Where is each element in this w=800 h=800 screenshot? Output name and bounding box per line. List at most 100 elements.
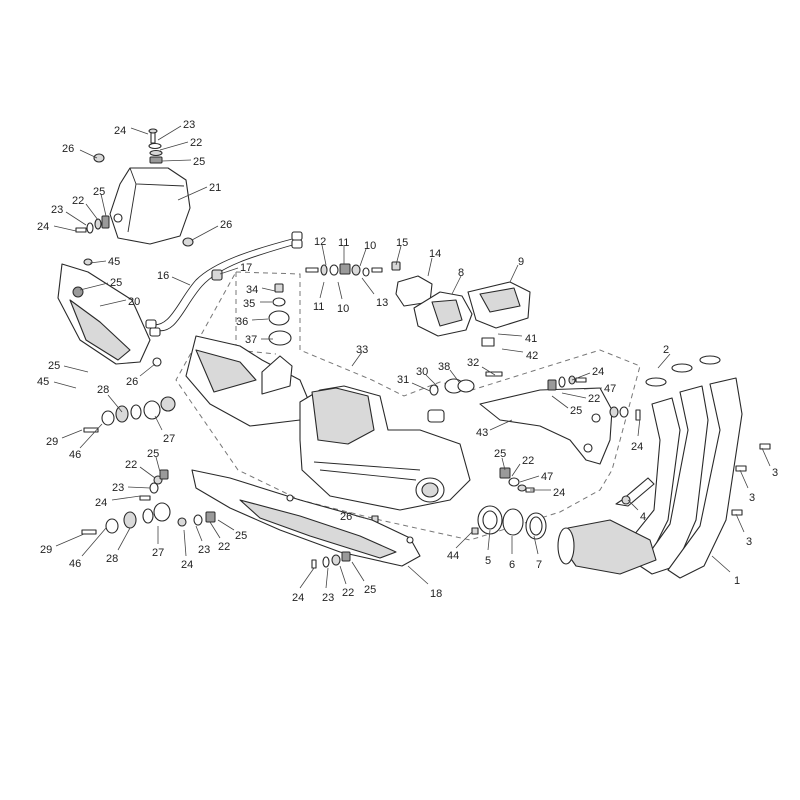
part-number-callout: 25 <box>193 156 205 168</box>
callout-leader-line <box>63 365 89 373</box>
callout-leader-line <box>533 535 539 555</box>
part-number-callout: 34 <box>246 284 258 296</box>
callout-leader-line <box>711 555 731 573</box>
part-number-callout: 23 <box>183 119 195 131</box>
callout-leader-line <box>551 395 569 409</box>
callout-leader-line <box>81 527 107 557</box>
silencer-cover-part <box>109 167 191 245</box>
part-number-callout: 43 <box>476 427 488 439</box>
callout-leader-line <box>53 381 77 389</box>
silencer-body-part <box>185 335 471 523</box>
rubber-grommet-part <box>182 237 194 247</box>
fastener-group-bottom <box>311 551 351 569</box>
part-number-callout: 33 <box>356 344 368 356</box>
callout-leader-line <box>425 374 439 388</box>
fastener-row-actuator <box>305 261 401 277</box>
part-number-callout: 22 <box>72 195 84 207</box>
part-number-callout: 29 <box>46 436 58 448</box>
part-number-callout: 31 <box>397 374 409 386</box>
part-number-callout: 26 <box>62 143 74 155</box>
callout-leader-line <box>79 423 103 449</box>
part-number-callout: 25 <box>147 448 159 460</box>
callout-leader-line <box>735 513 745 533</box>
part-number-callout: 25 <box>235 530 247 542</box>
part-number-callout: 15 <box>396 237 408 249</box>
callout-leader-line <box>325 567 329 589</box>
callout-leader-line <box>487 529 491 551</box>
header-heat-shield-part <box>479 387 613 465</box>
callout-leader-line <box>191 225 219 241</box>
callout-leader-line <box>89 260 107 264</box>
part-number-callout: 5 <box>485 555 491 567</box>
callout-leader-line <box>195 525 203 542</box>
callout-leader-line <box>497 333 523 337</box>
callout-leader-line <box>319 281 325 299</box>
part-number-callout: 35 <box>243 298 255 310</box>
callout-leader-line <box>489 419 513 431</box>
callout-leader-line <box>154 415 163 431</box>
callout-leader-line <box>61 429 83 439</box>
part-number-callout: 22 <box>125 459 137 471</box>
callout-leader-line <box>107 394 123 413</box>
part-number-callout: 18 <box>430 588 442 600</box>
part-number-callout: 25 <box>494 448 506 460</box>
part-number-callout: 22 <box>522 455 534 467</box>
callout-leader-line <box>627 499 639 511</box>
callout-leader-line <box>637 417 641 437</box>
part-number-callout: 11 <box>338 237 349 249</box>
part-number-callout: 30 <box>416 366 428 378</box>
callout-leader-line <box>299 567 315 589</box>
part-number-callout: 45 <box>37 376 49 388</box>
callout-leader-line <box>183 529 187 557</box>
heat-shield-part <box>57 258 151 365</box>
callout-leader-line <box>449 369 460 383</box>
part-number-callout: 25 <box>364 584 376 596</box>
part-number-callout: 7 <box>536 559 542 571</box>
part-number-callout: 25 <box>570 405 582 417</box>
part-number-callout: 13 <box>376 297 388 309</box>
part-number-callout: 46 <box>69 449 81 461</box>
part-number-callout: 3 <box>772 467 778 479</box>
callout-leader-line <box>321 244 327 266</box>
callout-leader-line <box>411 382 431 392</box>
part-number-callout: 28 <box>97 384 109 396</box>
callout-leader-line <box>351 351 363 367</box>
callout-leader-line <box>139 466 156 479</box>
lower-heat-shield-part <box>191 469 421 567</box>
fastener-group-left <box>75 215 110 234</box>
part-number-callout: 26 <box>126 376 138 388</box>
part-number-callout: 10 <box>337 303 349 315</box>
part-number-callout: 45 <box>108 256 120 268</box>
part-number-callout: 25 <box>93 186 105 198</box>
callout-leader-line <box>481 366 496 376</box>
part-number-callout: 9 <box>518 256 524 268</box>
callout-leader-line <box>351 561 365 582</box>
callout-leader-line <box>100 193 107 217</box>
callout-leader-line <box>359 248 367 267</box>
callout-leader-line <box>53 225 77 232</box>
callout-leader-line <box>337 281 343 300</box>
part-number-callout: 24 <box>592 366 604 378</box>
callout-leader-line <box>79 282 109 291</box>
callout-leader-line <box>161 159 192 162</box>
part-number-callout: 27 <box>152 547 164 559</box>
callout-leader-line <box>261 287 276 292</box>
callout-leader-line <box>761 447 771 467</box>
part-number-callout: 11 <box>313 301 324 313</box>
callout-leader-line <box>509 264 519 283</box>
fastener-group-center <box>499 467 535 493</box>
part-number-callout: 38 <box>438 361 450 373</box>
callout-leader-line <box>177 186 208 201</box>
part-number-callout: 24 <box>181 559 193 571</box>
part-number-callout: 22 <box>588 393 600 405</box>
clamp-gasket-parts <box>471 505 547 540</box>
callout-leader-line <box>739 469 749 489</box>
part-number-callout: 23 <box>198 544 210 556</box>
part-number-callout: 24 <box>95 497 107 509</box>
valve-fixing-stack <box>268 283 292 346</box>
fastener-stack-top <box>148 128 163 164</box>
fastener-row-middle <box>429 371 503 396</box>
part-number-callout: 27 <box>163 433 175 445</box>
part-number-callout: 24 <box>114 125 126 137</box>
